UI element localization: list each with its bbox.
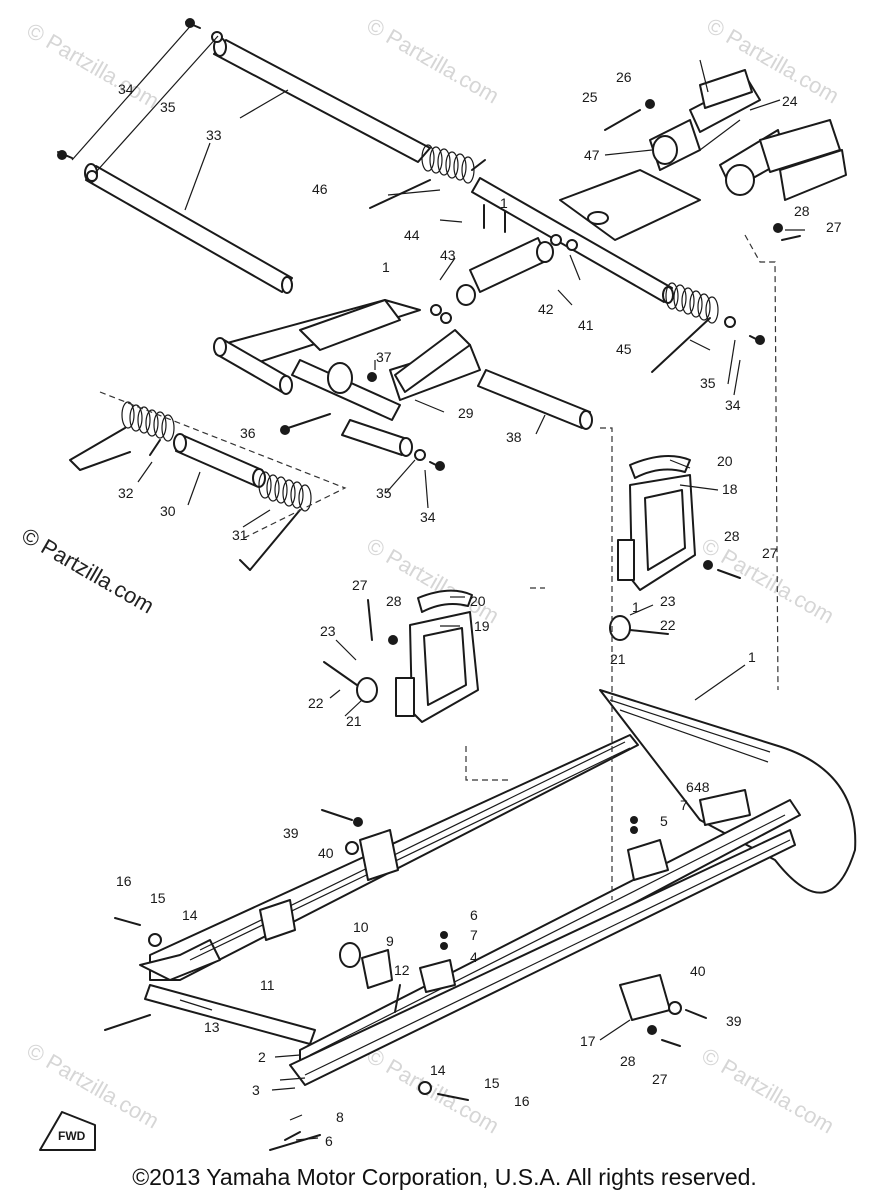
callout-32: 32 [118, 485, 134, 501]
callout-23: 23 [320, 623, 336, 639]
callout-21: 21 [346, 713, 362, 729]
callout-25: 25 [582, 89, 598, 105]
watermark: © Partzilla.com [23, 18, 164, 114]
callout-6: 6 [325, 1133, 333, 1149]
callout-19: 19 [474, 618, 490, 634]
callout-31: 31 [232, 527, 248, 543]
rear-arm-shafts [57, 18, 431, 294]
callout-35: 35 [376, 485, 392, 501]
callout-48: 48 [694, 779, 710, 795]
callout-1: 1 [748, 649, 756, 665]
callout-13: 13 [204, 1019, 220, 1035]
callout-46: 46 [312, 181, 328, 197]
callout-1: 1 [500, 195, 508, 211]
callout-7: 7 [470, 927, 478, 943]
callout-37: 37 [376, 349, 392, 365]
callout-14: 14 [430, 1062, 446, 1078]
callout-43: 43 [440, 247, 456, 263]
watermark: © Partzilla.com [698, 1043, 839, 1139]
callout-41: 41 [578, 317, 594, 333]
callout-16: 16 [514, 1093, 530, 1109]
callout-20: 20 [470, 593, 486, 609]
callout-44: 44 [404, 227, 420, 243]
callout-36: 36 [240, 425, 256, 441]
shock-absorber [430, 204, 578, 324]
callout-28: 28 [386, 593, 402, 609]
callout-45: 45 [616, 341, 632, 357]
watermark: © Partzilla.com [363, 533, 504, 629]
callout-28: 28 [724, 528, 740, 544]
callout-42: 42 [538, 301, 554, 317]
slide-rails: FWD [39, 234, 857, 1151]
callout-18: 18 [722, 481, 738, 497]
callout-39: 39 [726, 1013, 742, 1029]
callout-15: 15 [484, 1075, 500, 1091]
callout-16: 16 [116, 873, 132, 889]
callout-38: 38 [506, 429, 522, 445]
center-arm [213, 299, 593, 457]
callout-27: 27 [762, 545, 778, 561]
callout-9: 9 [386, 933, 394, 949]
callout-15: 15 [150, 890, 166, 906]
callout-17: 17 [580, 1033, 596, 1049]
callout-11: 11 [260, 977, 275, 993]
callout-34: 34 [420, 509, 436, 525]
front-arm-brackets [559, 69, 847, 241]
callout-1: 1 [632, 599, 640, 615]
callout-1: 1 [382, 259, 390, 275]
callout-10: 10 [353, 919, 369, 935]
callout-3: 3 [252, 1082, 260, 1098]
callout-27: 27 [352, 577, 368, 593]
callout-6: 6 [470, 907, 478, 923]
callout-40: 40 [318, 845, 334, 861]
callout-34: 34 [725, 397, 741, 413]
callout-26: 26 [616, 69, 632, 85]
callout-12: 12 [394, 962, 410, 978]
side-watermark: © Partzilla.com [18, 523, 159, 619]
callout-6: 6 [686, 779, 694, 795]
callout-29: 29 [458, 405, 474, 421]
callout-24: 24 [782, 93, 798, 109]
callout-33: 33 [206, 127, 222, 143]
springs [69, 391, 445, 571]
callout-27: 27 [652, 1071, 668, 1087]
callout-28: 28 [620, 1053, 636, 1069]
callout-22: 22 [660, 617, 676, 633]
callout-35: 35 [700, 375, 716, 391]
callout-8: 8 [336, 1109, 344, 1125]
callout-30: 30 [160, 503, 176, 519]
callout-40: 40 [690, 963, 706, 979]
callout-20: 20 [717, 453, 733, 469]
callout-5: 5 [660, 813, 668, 829]
callout-35: 35 [160, 99, 176, 115]
callout-2: 2 [258, 1049, 266, 1065]
callout-7: 7 [680, 797, 688, 813]
fwd-label: FWD [58, 1129, 86, 1143]
watermark: © Partzilla.com [23, 1038, 164, 1134]
callout-23: 23 [660, 593, 676, 609]
callout-39: 39 [283, 825, 299, 841]
watermark: © Partzilla.com [363, 13, 504, 109]
callout-14: 14 [182, 907, 198, 923]
callout-22: 22 [308, 695, 324, 711]
watermark: © Partzilla.com [363, 1043, 504, 1139]
callout-34: 34 [118, 81, 134, 97]
spring-and-shaft [369, 144, 765, 373]
idler-brackets [323, 455, 741, 723]
callout-28: 28 [794, 203, 810, 219]
leader-lines [137, 59, 805, 1141]
callout-27: 27 [826, 219, 842, 235]
callout-4: 4 [470, 949, 478, 965]
callout-47: 47 [584, 147, 600, 163]
callout-labels: 1 1 1 1 2 3 4 5 6 6 6 7 7 8 9 10 11 12 1… [116, 69, 842, 1149]
callout-21: 21 [610, 651, 626, 667]
copyright-notice: ©2013 Yamaha Motor Corporation, U.S.A. A… [132, 1164, 757, 1190]
